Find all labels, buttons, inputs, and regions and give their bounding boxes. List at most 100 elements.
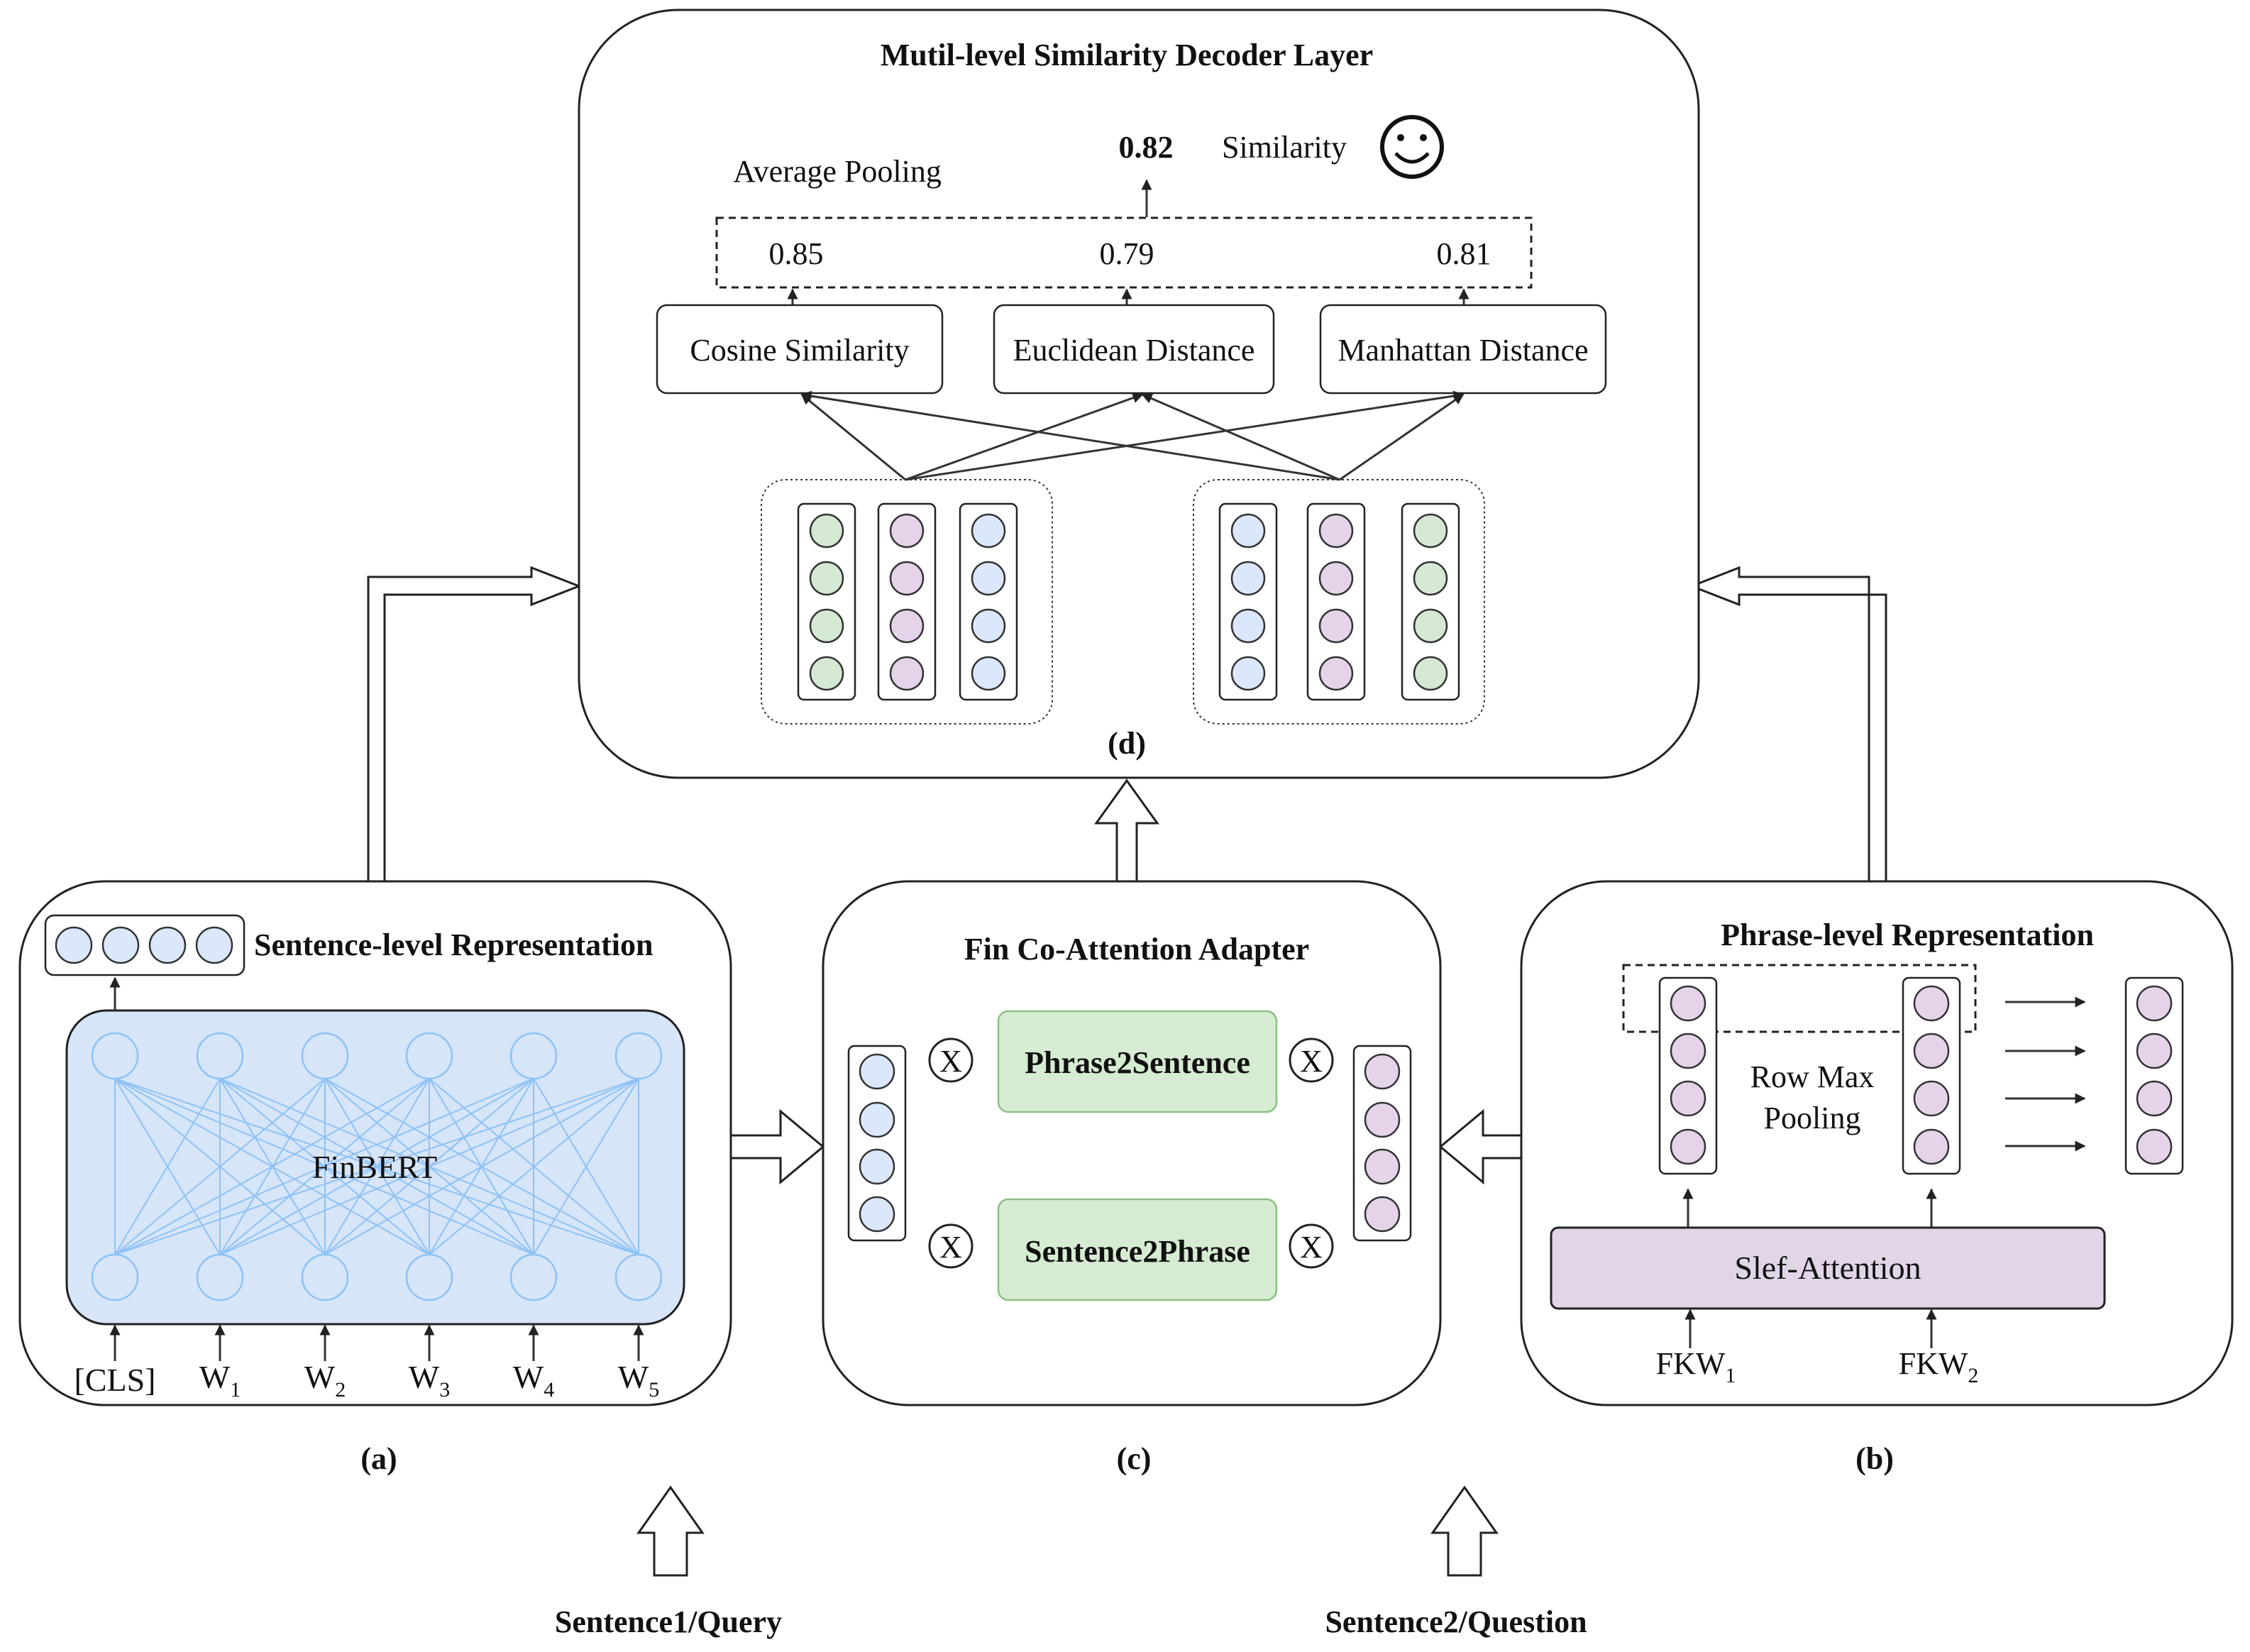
keyword-2: FKW2 (1899, 1346, 1979, 1387)
finbert-top-node (91, 1032, 139, 1080)
finbert-bottom-node (196, 1253, 244, 1301)
left-group-vector-purple (877, 502, 937, 701)
row-max-label: Row Max (1750, 1059, 1875, 1094)
vector-cell (1670, 1128, 1706, 1165)
finbert-top-node (301, 1032, 349, 1080)
decoder-panel: Mutil-level Similarity Decoder Layer Ave… (578, 9, 1700, 779)
self-attention-label: Slef-Attention (1734, 1250, 1921, 1286)
vector-cell (971, 561, 1006, 596)
vector-cell (2136, 985, 2173, 1022)
arrow-input-sentence2 (1430, 1485, 1499, 1577)
group-to-metric-arrows (800, 390, 1465, 481)
sentence1-query-input: Sentence1/Query (555, 1604, 782, 1639)
vector-cell (1318, 513, 1354, 549)
vector-cell (809, 513, 844, 549)
sentence2-question-input: Sentence2/Question (1325, 1604, 1587, 1639)
embedding-cell (101, 926, 140, 964)
euclidean-score: 0.79 (1100, 236, 1154, 271)
hollow-arrows (367, 566, 1887, 1577)
sentence-embedding-vector (44, 914, 246, 976)
phrase-panel: Phrase-level Representation Row Max Pool… (1520, 880, 2234, 1476)
vector-cell (1364, 1148, 1401, 1185)
smiley-face-icon (1380, 115, 1444, 179)
vector-cell (1670, 1032, 1706, 1069)
manhattan-distance-label: Manhattan Distance (1338, 333, 1588, 368)
vector-cell (1364, 1196, 1401, 1233)
arrow-phrase-to-adapter (1438, 1108, 1523, 1185)
attention-edge (533, 1078, 639, 1255)
vector-cell (889, 608, 925, 644)
vector-cell (809, 608, 844, 644)
cosine-score: 0.85 (769, 236, 824, 271)
average-pooling-label: Average Pooling (733, 154, 942, 189)
multiply-symbol: X (1300, 1230, 1323, 1265)
adapter-panel-label: (c) (1117, 1441, 1152, 1476)
pooling-label: Pooling (1764, 1101, 1861, 1135)
adapter-panel-frame (822, 880, 1442, 1406)
word-token: W2 (304, 1359, 346, 1402)
multiply-icon (1289, 1223, 1334, 1269)
multiply-operators: X X X X (928, 1037, 1334, 1269)
vector-cell (889, 513, 925, 549)
vector-cell (859, 1196, 895, 1233)
finbert-label: FinBERT (312, 1149, 437, 1185)
phrase2sentence-box (997, 1010, 1278, 1113)
sentence2phrase-box (997, 1198, 1278, 1301)
phrase-vector-column (1352, 1045, 1412, 1242)
vector-cell (1230, 561, 1266, 596)
adapter-panel: Fin Co-Attention Adapter Phrase2Sentence… (822, 880, 1442, 1476)
vector-cell (809, 561, 844, 596)
adapter-panel-title: Fin Co-Attention Adapter (964, 932, 1309, 967)
vector-cell (2136, 1080, 2173, 1117)
multiply-symbol: X (939, 1230, 962, 1265)
phrase-vector-columns (1658, 976, 2184, 1175)
vector-cell (1364, 1053, 1401, 1090)
word-token: W4 (513, 1359, 554, 1402)
vector-cell (1913, 1032, 1950, 1069)
finbert-bottom-node (301, 1253, 349, 1301)
euclidean-distance-label: Euclidean Distance (1013, 333, 1255, 368)
left-group-vector-blue (959, 502, 1018, 701)
word-tokens: W1 W2 W3 W4 W5 (199, 1359, 659, 1402)
word-token: W3 (409, 1359, 450, 1402)
row-max-pooling-highlight (1622, 964, 1977, 1033)
final-similarity-score: 0.82 (1119, 130, 1174, 165)
decoder-panel-label: (d) (1108, 726, 1146, 761)
vector-cell (1413, 561, 1448, 596)
manhattan-score: 0.81 (1437, 236, 1491, 271)
sentence-panel-label: (a) (360, 1441, 397, 1476)
finbert-bottom-node (405, 1253, 453, 1301)
attention-edge (114, 1078, 534, 1255)
finbert-attention-lines (114, 1078, 639, 1255)
sentence2phrase-label: Sentence2Phrase (1025, 1234, 1250, 1269)
word-token: W1 (199, 1359, 241, 1402)
similarity-label: Similarity (1222, 130, 1347, 165)
arrow-adapter-to-decoder (1094, 778, 1159, 883)
finbert-bottom-node (614, 1253, 663, 1301)
phrase2sentence-label: Phrase2Sentence (1025, 1045, 1250, 1080)
finbert-top-node (509, 1032, 558, 1080)
finbert-top-node (405, 1032, 453, 1080)
phrase-vector-fkw1 (1658, 976, 1718, 1175)
self-attention-box (1550, 1226, 2106, 1310)
attention-edge (429, 1078, 639, 1255)
vector-cell (1413, 656, 1448, 691)
pooled-phrase-vector (2124, 976, 2184, 1175)
multiply-icon (928, 1037, 974, 1083)
phrase-panel-label: (b) (1855, 1441, 1894, 1476)
embedding-cell (55, 926, 93, 964)
arrow-sentence-to-decoder (367, 566, 583, 883)
vector-cell (859, 1053, 895, 1090)
vector-cell (1364, 1101, 1401, 1138)
adapter-vector-columns (847, 1045, 1412, 1242)
right-group-vector-green (1401, 502, 1460, 701)
cls-token: [CLS] (75, 1362, 156, 1398)
finbert-bottom-node (509, 1253, 558, 1301)
vector-cell (859, 1148, 895, 1185)
vector-cell (1230, 608, 1266, 644)
vector-cell (971, 608, 1006, 644)
word-token: W5 (618, 1359, 659, 1402)
vector-cell (1318, 656, 1354, 691)
pooling-output-arrows (2005, 996, 2086, 1152)
sentence-vector-column (847, 1045, 907, 1242)
